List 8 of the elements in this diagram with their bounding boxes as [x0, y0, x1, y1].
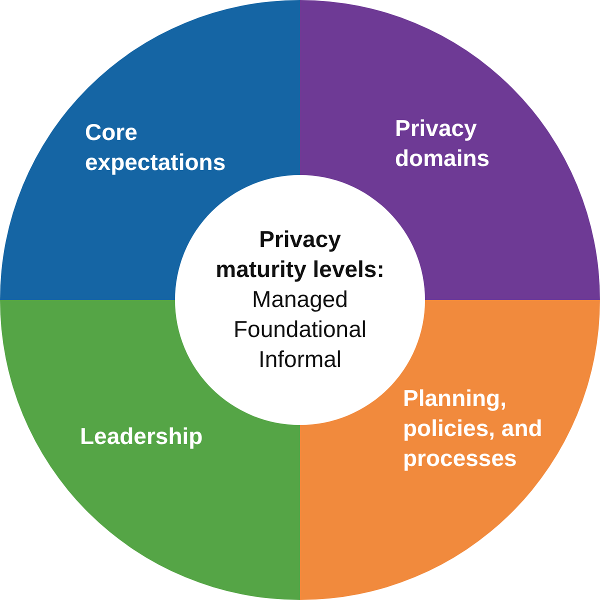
segment-label: Leadership	[80, 422, 204, 451]
segment-label: Planning, policies, and processes	[403, 384, 544, 473]
maturity-level: Foundational	[234, 314, 366, 344]
center-heading: Privacy maturity levels:	[215, 225, 385, 284]
segment-label: Privacy domains	[395, 114, 491, 173]
maturity-level: Informal	[258, 344, 342, 374]
maturity-level: Managed	[252, 285, 348, 314]
segment-label: Core expectations	[85, 118, 227, 177]
